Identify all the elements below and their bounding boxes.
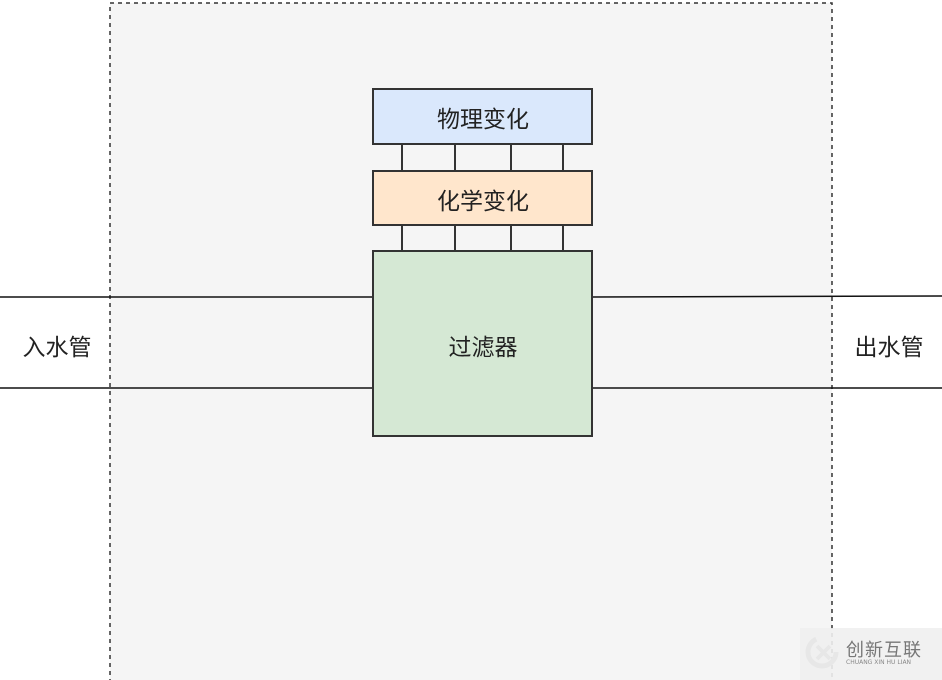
watermark-title: 创新互联 <box>846 640 922 661</box>
outlet-pipe <box>591 295 942 389</box>
filter-box <box>372 250 593 437</box>
connector-lines <box>401 144 564 251</box>
inlet-pipe <box>0 296 373 389</box>
filter-label: 过滤器 <box>448 335 518 361</box>
physical-change-box <box>372 88 593 145</box>
watermark-subtitle: CHUANG XIN HU LIAN <box>846 659 912 666</box>
inlet-pipe-label: 入水管 <box>22 335 92 361</box>
outlet-pipe-label: 出水管 <box>854 335 924 361</box>
watermark: 创新互联 CHUANG XIN HU LIAN <box>800 628 942 680</box>
physical-change-label: 物理变化 <box>437 107 529 133</box>
chemical-change-box <box>372 170 593 226</box>
chemical-change-label: 化学变化 <box>437 189 529 215</box>
